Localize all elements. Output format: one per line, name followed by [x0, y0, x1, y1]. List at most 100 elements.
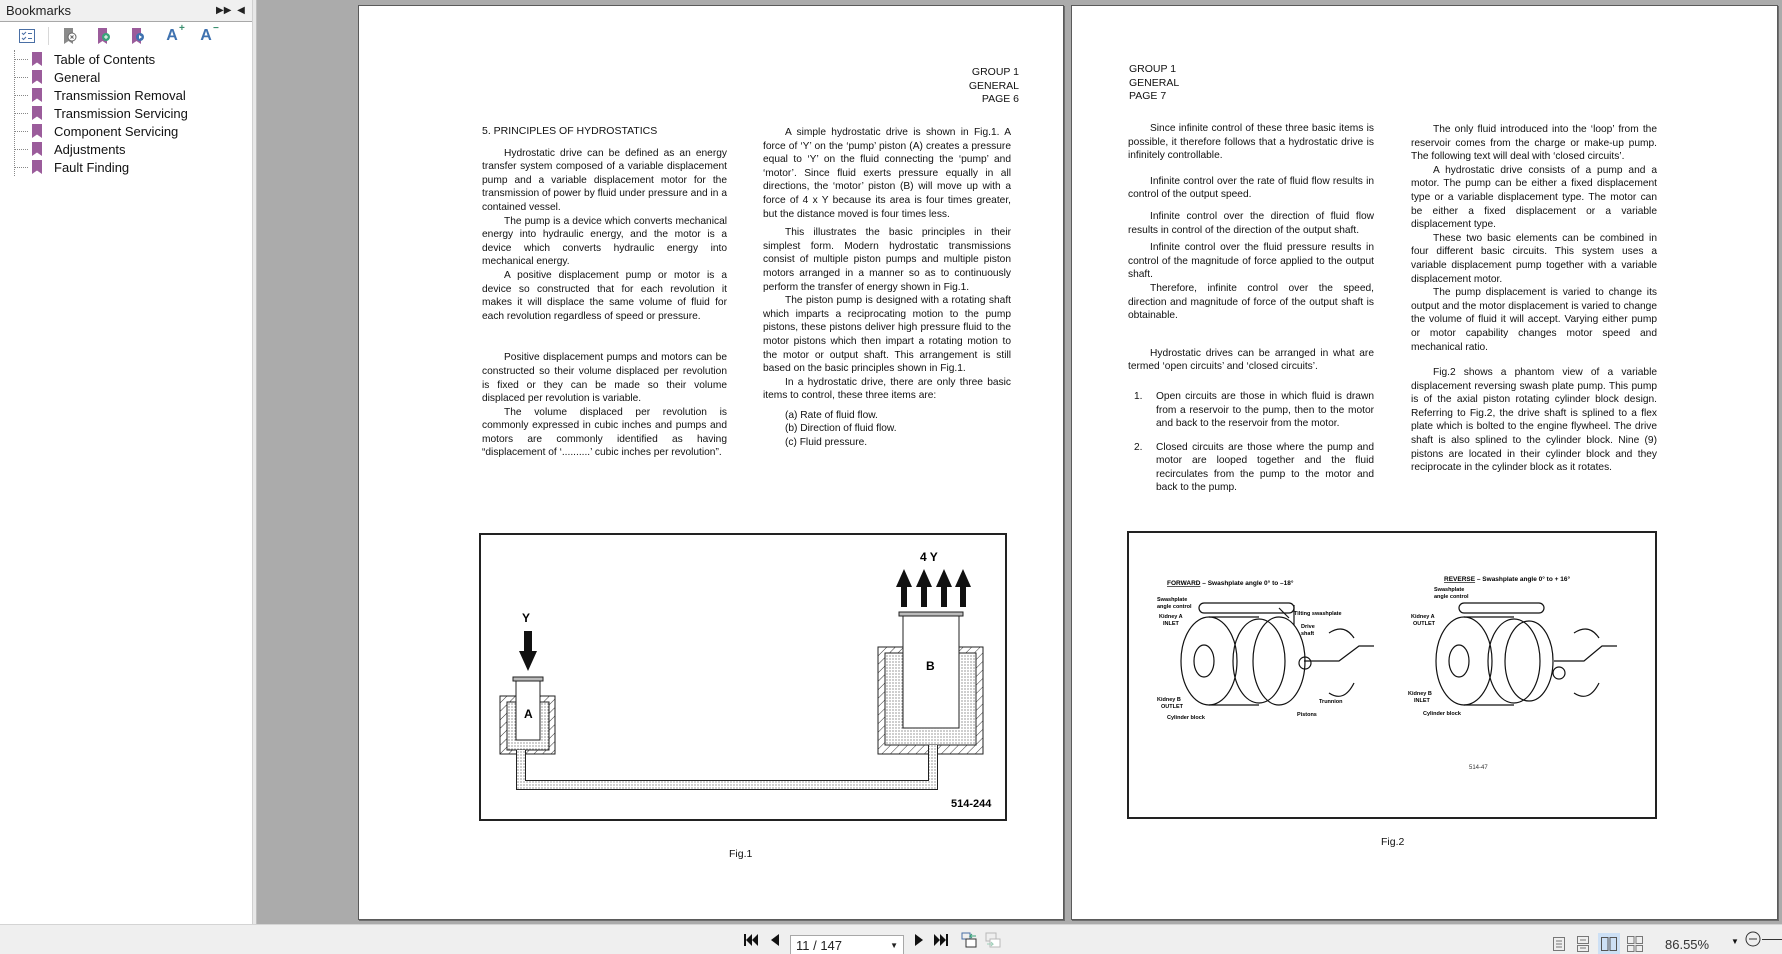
pdf-page-6: GROUP 1 GENERAL PAGE 6 5. PRINCIPLES OF … [358, 5, 1064, 920]
bookmark-transmission-servicing[interactable]: Transmission Servicing [14, 104, 252, 122]
svg-text:angle control: angle control [1434, 594, 1469, 600]
first-page-icon [744, 934, 758, 946]
zoom-out-icon [1745, 931, 1761, 947]
list-item: 1.Open circuits are those in which fluid… [1134, 390, 1374, 430]
bookmark-icon [32, 142, 42, 156]
svg-text:OUTLET: OUTLET [1161, 704, 1184, 710]
bookmark-fault-finding[interactable]: Fault Finding [14, 158, 252, 176]
zoom-slider[interactable] [1762, 939, 1782, 940]
text-column-left: Since infinite control of these three ba… [1128, 123, 1374, 495]
svg-text:Tilting swashplate: Tilting swashplate [1294, 611, 1342, 617]
text-column-right: The only fluid introduced into the ‘loop… [1411, 124, 1657, 474]
section-title: 5. PRINCIPLES OF HYDROSTATICS [482, 125, 658, 137]
bookmark-component-servicing[interactable]: Component Servicing [14, 122, 252, 140]
decrease-font-icon[interactable]: A− [200, 23, 219, 44]
svg-text:Swashplate: Swashplate [1157, 597, 1187, 603]
panel-splitter[interactable] [253, 0, 257, 924]
bookmark-table-of-contents[interactable]: Table of Contents [14, 50, 252, 68]
previous-page-button[interactable] [764, 931, 786, 949]
delete-bookmark-icon[interactable] [53, 25, 87, 47]
two-page-icon [1601, 937, 1617, 951]
bookmark-general[interactable]: General [14, 68, 252, 86]
zoom-level[interactable]: 86.55% [1665, 937, 1710, 952]
chevron-down-icon[interactable]: ▼ [890, 940, 898, 950]
navigation-toolbar: 11 / 147 ▼ 86.55% ▼ [0, 924, 1782, 954]
swashplate-pump-diagram: FORWARD – Swashplate angle 0° to –18° Sw… [1157, 575, 1617, 771]
svg-text:Y: Y [522, 611, 530, 625]
add-bookmark-icon[interactable] [87, 25, 121, 47]
single-page-icon [1553, 937, 1565, 951]
goto-bookmark-icon[interactable] [121, 25, 155, 47]
panel-title: Bookmarks [6, 3, 72, 18]
svg-text:Pistons: Pistons [1297, 712, 1317, 718]
svg-text:INLET: INLET [1163, 621, 1180, 627]
page-header: GROUP 1 GENERAL PAGE 7 [1129, 63, 1180, 102]
bookmarks-toolbar: A+ A− [0, 22, 252, 50]
last-page-button[interactable] [930, 931, 952, 949]
control-items-list: (a) Rate of fluid flow. (b) Direction of… [785, 409, 897, 449]
bookmark-icon [32, 88, 42, 102]
svg-text:Cylinder block: Cylinder block [1167, 715, 1206, 721]
svg-text:4 Y: 4 Y [920, 550, 938, 564]
previous-page-icon [771, 934, 779, 946]
bookmarks-panel-header: Bookmarks ▶▶ ◀ [0, 0, 252, 22]
two-page-continuous-view-button[interactable] [1624, 933, 1646, 954]
increase-font-icon[interactable]: A+ [166, 23, 185, 44]
bookmark-icon [32, 70, 42, 84]
bookmark-icon [32, 124, 42, 138]
collapse-panel-icon[interactable]: ◀ [237, 5, 245, 16]
single-page-view-button[interactable] [1548, 933, 1570, 954]
bookmarks-panel: Bookmarks ▶▶ ◀ A+ A− [0, 0, 253, 924]
figure-caption: Fig.2 [1381, 836, 1405, 848]
figure-caption: Fig.1 [729, 848, 753, 860]
svg-text:shaft: shaft [1301, 631, 1314, 637]
previous-view-button[interactable] [958, 931, 980, 949]
two-page-continuous-icon [1627, 936, 1643, 952]
pdf-page-7: GROUP 1 GENERAL PAGE 7 Since infinite co… [1071, 5, 1778, 920]
bookmark-icon [32, 160, 42, 174]
zoom-out-button[interactable] [1742, 930, 1764, 948]
expand-panel-icon[interactable]: ▶▶ [216, 5, 232, 16]
page-header: GROUP 1 GENERAL PAGE 6 [968, 66, 1019, 105]
two-page-view-button[interactable] [1598, 933, 1620, 954]
next-view-button[interactable] [982, 931, 1004, 949]
zoom-dropdown-icon[interactable]: ▼ [1731, 936, 1739, 946]
figure-1-hydrostatic-drive: Y 4 Y A B 514-244 [479, 533, 1007, 821]
bookmark-icon [32, 106, 42, 120]
figure-2-swashplate-pump: FORWARD – Swashplate angle 0° to –18° Sw… [1127, 531, 1657, 819]
list-item: 2.Closed circuits are those where the pu… [1134, 441, 1374, 494]
bookmark-options-icon[interactable] [10, 25, 44, 47]
next-view-icon [985, 932, 1001, 948]
circuit-types-list: 1.Open circuits are those in which fluid… [1128, 390, 1374, 495]
svg-text:Kidney B: Kidney B [1408, 691, 1432, 697]
last-page-icon [934, 934, 948, 946]
hydrostatic-diagram: Y 4 Y A B 514-244 [499, 550, 992, 810]
svg-text:Kidney A: Kidney A [1411, 614, 1435, 620]
svg-text:Kidney A: Kidney A [1159, 614, 1183, 620]
toolbar-divider [48, 27, 49, 45]
next-page-button[interactable] [908, 931, 930, 949]
svg-text:INLET: INLET [1414, 698, 1431, 704]
svg-text:OUTLET: OUTLET [1413, 621, 1436, 627]
previous-view-icon [961, 932, 977, 948]
first-page-button[interactable] [740, 931, 762, 949]
svg-text:angle control: angle control [1157, 604, 1192, 610]
svg-text:Kidney B: Kidney B [1157, 697, 1181, 703]
svg-text:Trunnion: Trunnion [1319, 699, 1343, 705]
svg-text:514-244: 514-244 [951, 798, 992, 810]
text-column-left: 5. PRINCIPLES OF HYDROSTATICS Hydrostati… [482, 125, 727, 459]
continuous-page-icon [1577, 936, 1589, 952]
svg-text:A: A [524, 707, 533, 721]
continuous-view-button[interactable] [1572, 933, 1594, 954]
bookmark-tree: Table of Contents General Transmission R… [0, 50, 252, 176]
page-number-input[interactable]: 11 / 147 ▼ [790, 935, 904, 954]
next-page-icon [915, 934, 923, 946]
text-column-right: A simple hydrostatic drive is shown in F… [763, 127, 1011, 449]
svg-text:REVERSE – Swashplate angle 0°: REVERSE – Swashplate angle 0° to + 16° [1444, 575, 1570, 583]
bookmark-transmission-removal[interactable]: Transmission Removal [14, 86, 252, 104]
svg-text:B: B [926, 659, 935, 673]
svg-text:514-47: 514-47 [1469, 765, 1488, 771]
bookmark-adjustments[interactable]: Adjustments [14, 140, 252, 158]
svg-text:FORWARD – Swashplate angle 0°: FORWARD – Swashplate angle 0° to –18° [1167, 579, 1294, 587]
